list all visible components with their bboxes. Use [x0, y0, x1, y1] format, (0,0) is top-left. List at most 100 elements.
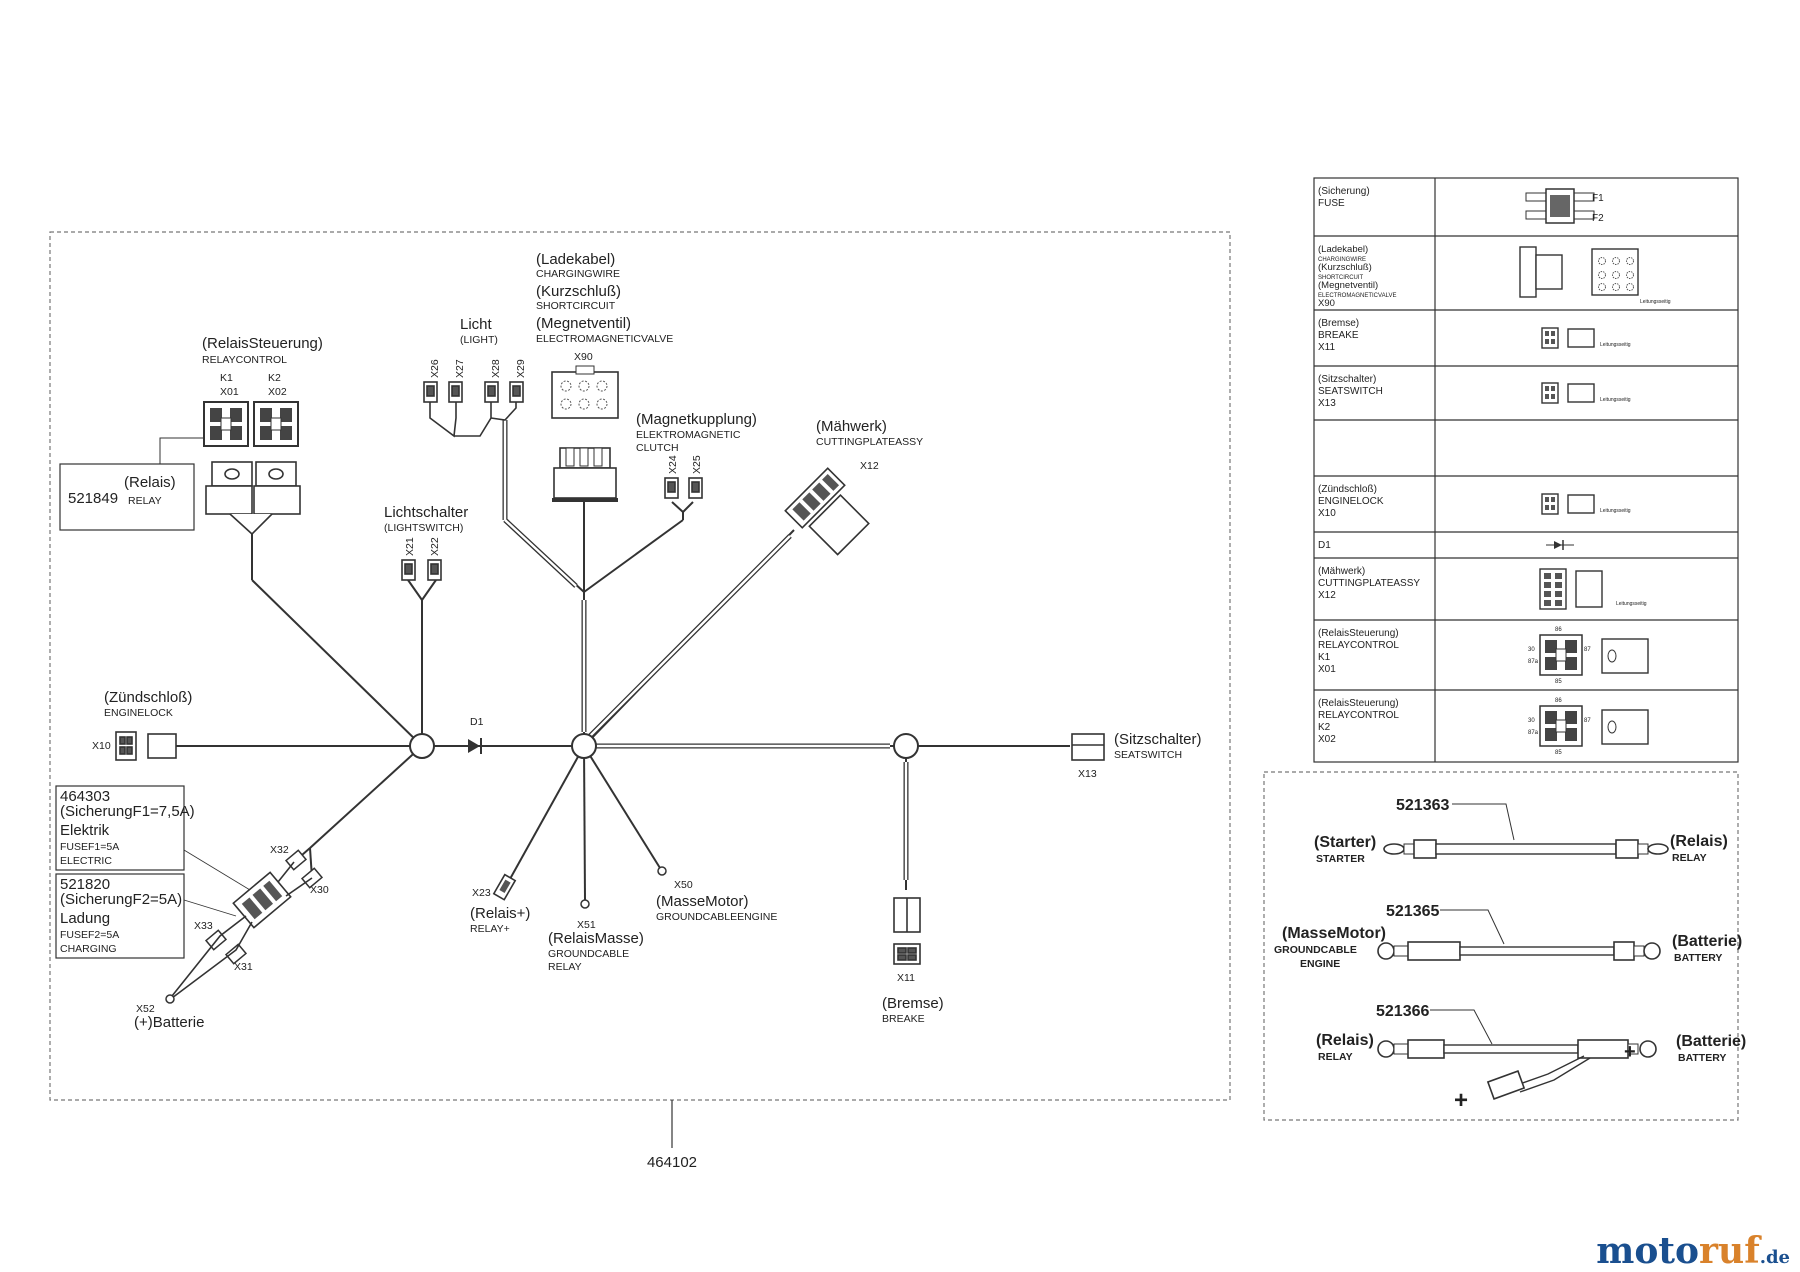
table-row-2-line-1: (Ladekabel) [1318, 244, 1368, 255]
table-row-1-line-2: FUSE [1318, 198, 1345, 209]
mower-de: (Mähwerk) [816, 418, 887, 435]
relay-connector-k2 [253, 401, 299, 447]
x22-label: X22 [429, 537, 441, 556]
harness-frame [49, 231, 1231, 1101]
x10-label: X10 [92, 740, 111, 752]
table-row-6-line-2: ENGINELOCK [1318, 496, 1384, 507]
cable2-part: 521365 [1386, 903, 1439, 920]
x51-label: X51 [577, 919, 596, 931]
svg-text:87a: 87a [1528, 730, 1539, 736]
x21-label: X21 [404, 537, 416, 556]
table-row-3-line-3: X11 [1318, 342, 1335, 353]
cable1-left-en: STARTER [1316, 853, 1365, 865]
lightswitch-de: Lichtschalter [384, 504, 468, 521]
cable1-part: 521363 [1396, 797, 1449, 814]
svg-text:Leitungsseitig: Leitungsseitig [1600, 508, 1631, 514]
x11-label: X11 [897, 972, 915, 984]
table-row-10-line-1: (RelaisSteuerung) [1318, 698, 1399, 709]
table-row-4-line-1: (Sitzschalter) [1318, 374, 1376, 385]
table-row-7-line-1: D1 [1318, 540, 1331, 551]
brake-de: (Bremse) [882, 995, 944, 1012]
cable2-right-de: (Batterie) [1672, 933, 1742, 950]
cable2-left-en2: ENGINE [1300, 958, 1340, 970]
table-row-2-line-7: X90 [1318, 298, 1335, 309]
x24-label: X24 [667, 455, 679, 474]
relay-plus-en: RELAY+ [470, 923, 510, 935]
table-row-8-line-3: X12 [1318, 590, 1336, 601]
svg-text:Leitungsseitig: Leitungsseitig [1600, 397, 1631, 403]
battery-label: (+)Batterie [134, 1014, 204, 1031]
svg-text:87a: 87a [1528, 659, 1539, 665]
fuse2-en: FUSEF2=5A [60, 929, 119, 941]
lightswitch-connectors [401, 559, 442, 581]
fuse-f1-label: F1 [1592, 193, 1604, 204]
table-row-2-line-6: ELECTROMAGNETICVALVE [1318, 293, 1396, 299]
diode-d1-symbol [468, 738, 482, 754]
x26-label: X26 [429, 359, 441, 378]
fuse2-de2: Ladung [60, 910, 110, 927]
x51-ring-terminal [580, 899, 590, 909]
ignition-de: (Zündschloß) [104, 689, 192, 706]
fuse1-de2: Elektrik [60, 822, 110, 839]
svg-text:Leitungsseitig: Leitungsseitig [1616, 601, 1647, 607]
table-row-10-line-2: RELAYCONTROL [1318, 710, 1399, 721]
svg-text:87: 87 [1584, 647, 1591, 653]
fuse1-en: FUSEF1=5A [60, 841, 119, 853]
relay-label-en: RELAY [128, 495, 162, 507]
k2-label: K2 [268, 372, 281, 384]
cable-frame [1263, 771, 1739, 1121]
cable2-left-en1: GROUNDCABLE [1274, 944, 1357, 956]
engine-ground-de: (MasseMotor) [656, 893, 749, 910]
relay-sockets [205, 461, 301, 536]
clutch-connectors [664, 477, 703, 499]
svg-text:Leitungsseitig: Leitungsseitig [1640, 299, 1671, 305]
cable-521365: 521365 (MasseMotor) GROUNDCABLE ENGINE (… [1274, 903, 1742, 970]
x33-label: X33 [194, 920, 213, 932]
relay-label-de: (Relais) [124, 474, 176, 491]
table-row-8-line-1: (Mähwerk) [1318, 566, 1365, 577]
x50-ring-terminal [657, 866, 667, 876]
table-row-9-line-4: X01 [1318, 664, 1336, 675]
charging-en3: ELECTROMAGNETICVALVE [536, 333, 673, 345]
watermark-logo: motoruf.de [1596, 1230, 1790, 1272]
x50-label: X50 [674, 879, 693, 891]
splice-node-1 [409, 733, 435, 759]
table-row-2-line-3: (Kurzschluß) [1318, 262, 1372, 273]
brake-en: BREAKE [882, 1013, 925, 1025]
relay-part-box [59, 463, 195, 531]
table-row-2-line-2: CHARGINGWIRE [1318, 257, 1366, 263]
relay-ground-en1: GROUNDCABLE [548, 948, 629, 960]
x13-label: X13 [1078, 768, 1097, 780]
fuse-f2-label: F2 [1592, 213, 1604, 224]
light-label-de: Licht [460, 316, 493, 333]
x13-connector [1071, 733, 1105, 761]
cable2-left-de: (MasseMotor) [1282, 925, 1386, 942]
x52-label: X52 [136, 1003, 155, 1015]
engine-ground-en: GROUNDCABLEENGINE [656, 911, 777, 923]
x25-label: X25 [691, 455, 703, 474]
table-row-10-line-4: X02 [1318, 734, 1336, 745]
light-connectors [423, 381, 524, 403]
x28-label: X28 [490, 359, 502, 378]
charging-de3: (Megnetventil) [536, 315, 631, 332]
x02-label: X02 [268, 386, 287, 398]
x10-connector [115, 731, 177, 761]
table-row-8-line-2: CUTTINGPLATEASSY [1318, 578, 1420, 589]
table-row-6-line-3: X10 [1318, 508, 1336, 519]
relay-connector-k1 [203, 401, 249, 447]
table-row-9-line-1: (RelaisSteuerung) [1318, 628, 1399, 639]
charging-de1: (Ladekabel) [536, 251, 615, 268]
relay-part-number: 521849 [68, 490, 118, 507]
x27-label: X27 [454, 359, 466, 378]
x32-label: X32 [270, 844, 289, 856]
clutch-en1: ELEKTROMAGNETIC [636, 429, 741, 441]
cable3-left-de: (Relais) [1316, 1032, 1374, 1049]
cable1-right-en: RELAY [1672, 852, 1707, 864]
diode-label: D1 [470, 716, 484, 728]
harness-wires [160, 500, 1070, 901]
x90-label: X90 [574, 351, 593, 363]
relay-plus-de: (Relais+) [470, 905, 530, 922]
splice-node-2 [571, 733, 597, 759]
x23-connector [492, 873, 517, 901]
